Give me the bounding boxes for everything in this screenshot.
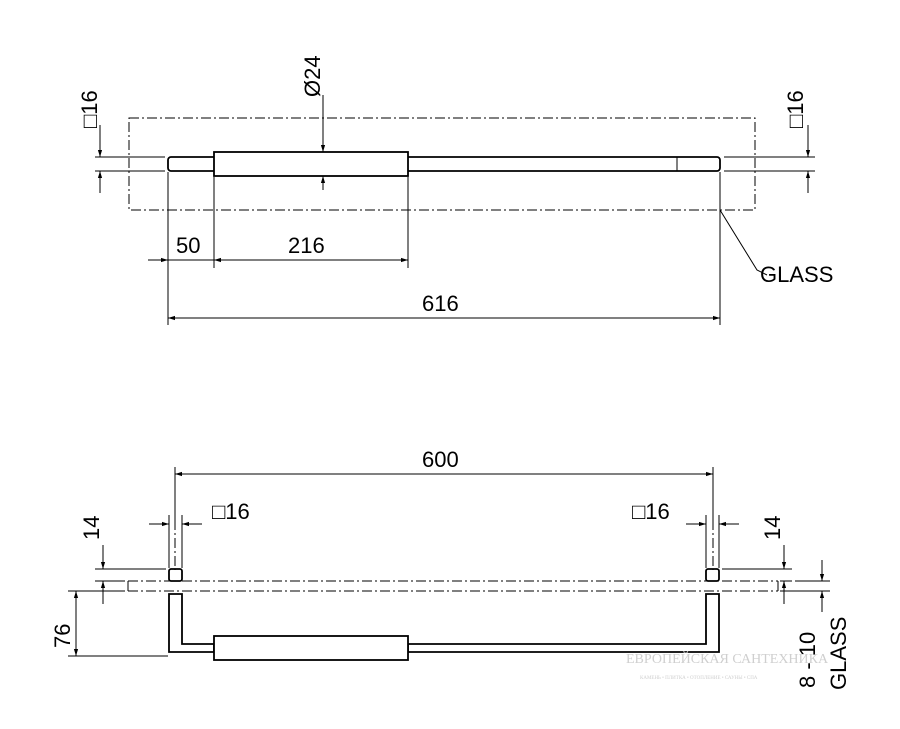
dim-616: 616 — [422, 291, 459, 316]
bracket-left — [168, 568, 183, 582]
dim-14-right: 14 — [760, 516, 785, 540]
leg-left — [168, 593, 215, 653]
watermark-title: ЕВРОПЕЙСКАЯ САНТЕХНИКА — [626, 650, 829, 667]
grip-sleeve — [213, 151, 409, 177]
glass-label-top: GLASS — [760, 262, 833, 287]
dim-76: 76 — [50, 624, 75, 648]
glass-label-bottom: GLASS — [826, 617, 851, 690]
glass-leader-top — [719, 209, 768, 276]
watermark: ЕВРОПЕЙСКАЯ САНТЕХНИКА КАМЕНЬ • ПЛИТКА •… — [626, 650, 829, 681]
dim-square-left-top: □16 — [77, 90, 102, 128]
dim-50: 50 — [176, 233, 200, 258]
bottom-view: 600 □16 □16 14 14 76 8 - — [50, 447, 851, 690]
dim-14-left: 14 — [79, 516, 104, 540]
dim-600: 600 — [422, 447, 459, 472]
dim-216: 216 — [288, 233, 325, 258]
dim-square-right-bottom: □16 — [632, 499, 670, 524]
leg-right — [407, 593, 720, 653]
top-view: □16 □16 Ø24 50 216 616 GLASS — [77, 55, 833, 325]
dim-square-left-bottom: □16 — [212, 499, 250, 524]
grip-sleeve-bottom — [213, 635, 409, 661]
towel-bar-top — [167, 151, 721, 177]
dim-square-right-top: □16 — [783, 90, 808, 128]
bracket-right — [705, 568, 720, 582]
watermark-subtitle: КАМЕНЬ • ПЛИТКА • ОТОПЛЕНИЕ • САУНЫ • СП… — [640, 676, 758, 681]
dim-glass-thickness: 8 - 10 — [795, 632, 820, 688]
glass-outline-top — [128, 117, 756, 211]
dim-diameter: Ø24 — [300, 55, 325, 97]
